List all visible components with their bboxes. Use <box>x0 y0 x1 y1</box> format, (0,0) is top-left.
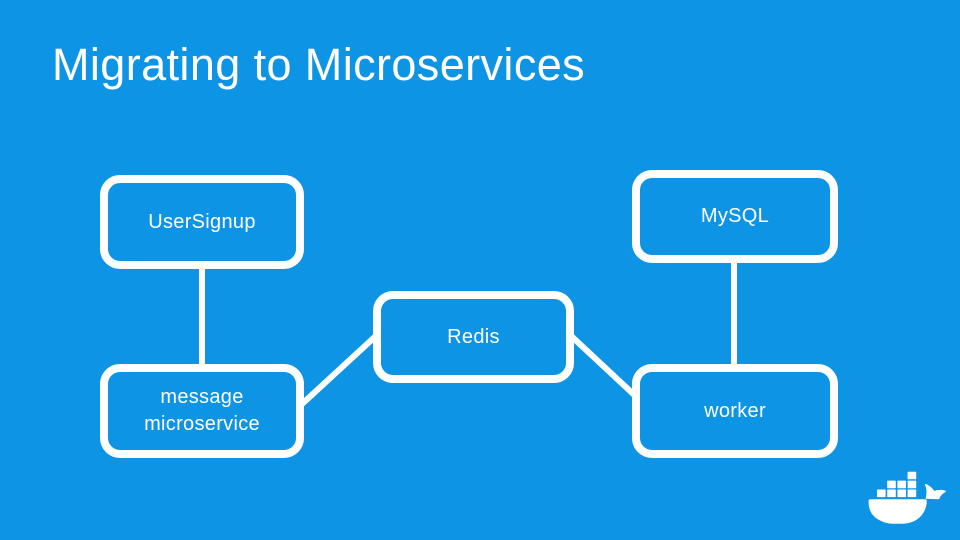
node-label: message microservice <box>144 386 260 435</box>
node-label: Redis <box>447 325 500 348</box>
diagram-node-message-microservice[interactable]: message microservice <box>100 364 304 458</box>
node-label: UserSignup <box>148 210 256 233</box>
edge-redis-worker <box>566 331 647 407</box>
diagram-node-worker[interactable]: worker <box>632 364 838 458</box>
diagram-node-usersignup[interactable]: UserSignup <box>100 175 304 269</box>
diagram-node-mysql[interactable]: MySQL <box>632 170 838 263</box>
node-label: MySQL <box>700 205 770 227</box>
docker-whale-icon <box>868 471 946 524</box>
edge-message-redis <box>299 331 381 407</box>
diagram-node-redis[interactable]: Redis <box>373 291 574 383</box>
node-label: worker <box>704 399 766 422</box>
page-title: Migrating to Microservices <box>52 39 586 90</box>
